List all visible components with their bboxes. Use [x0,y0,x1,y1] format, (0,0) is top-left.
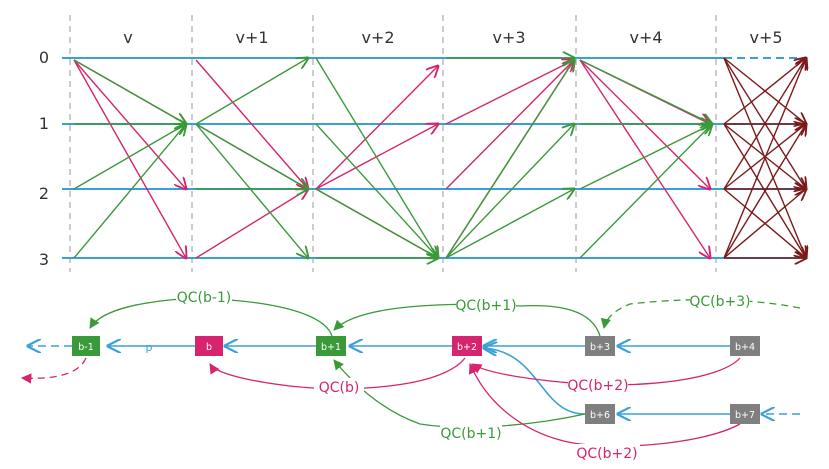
block-label: b+3 [590,342,610,353]
timeout-arrow [723,58,806,259]
block-b7[interactable]: b+7 [730,404,760,424]
vote-arrow [195,123,308,258]
qc-label-b1-bottom: QC(b+1) [440,426,501,442]
vote-arrow [315,57,438,258]
replica-label-2: 2 [39,184,49,203]
qc-link-b2-bottom [468,363,741,447]
view-label-v1: v+1 [235,28,268,47]
block-b1[interactable]: b+1 [316,336,346,356]
qc-label-b2-mid: QC(b+2) [567,378,628,394]
qc-link-b [209,357,466,390]
vote-arrow [315,123,438,258]
messages-view-v4 [579,59,712,259]
qc-label-b: QC(b) [319,380,360,396]
proposal-arrow [195,189,308,259]
block-label: b+2 [457,342,477,353]
block-label: b-1 [78,342,94,353]
block-b[interactable]: b [195,336,223,356]
timeout-arrow [723,58,806,125]
proposal-arrow [315,66,438,190]
vote-arrow [315,188,438,258]
view-label-v4: v+4 [629,28,662,47]
view-label-v2: v+2 [361,28,394,47]
block-label: b+1 [321,342,341,353]
qc-label-b2-bottom: QC(b+2) [576,446,637,462]
vote-arrow [73,124,186,190]
block-b3[interactable]: b+3 [585,336,615,356]
view-label-v3: v+3 [492,28,525,47]
proposal-arrow [579,59,710,258]
vote-arrow [73,59,186,124]
block-b6[interactable]: b+6 [585,404,615,424]
view-label-v5: v+5 [749,28,782,47]
vote-arrow [579,124,712,259]
blocks: b-1 b b+1 b+2 b+3 b+4 b+6 b+7 [72,336,760,424]
parent-links [28,346,800,414]
parent-link-b6 [484,348,586,415]
messages-view-v3 [445,58,574,259]
proposal-arrow [445,60,574,190]
replica-timelines [62,57,806,259]
block-b2[interactable]: b+2 [452,336,482,356]
block-label: b+4 [735,342,755,353]
vote-arrow [445,60,574,259]
view-label-v: v [123,28,132,47]
messages-view-v1 [195,58,308,259]
vote-arrow [445,124,574,259]
proposal-arrow [445,60,574,125]
vote-arrow [579,124,712,190]
replica-label-1: 1 [39,114,49,133]
proposal-arrow [73,59,186,258]
messages-view-v2 [315,57,438,258]
vote-arrow [579,59,712,124]
qc-links-green [89,298,801,428]
vote-arrow [73,124,186,259]
messages-view-v [73,59,186,259]
timeout-arrow [723,189,806,259]
vote-arrow [195,58,308,125]
view-dividers [69,15,717,272]
qc-label-b1-top: QC(b+1) [455,298,516,314]
proposal-arrow [315,124,438,190]
qc-link-b3 [600,299,801,330]
vote-arrow [445,189,574,259]
qc-labels: QC(b-1) QC(b+1) QC(b+3) QC(b) QC(b+2) QC… [176,288,751,462]
block-label: b+6 [590,410,610,421]
proposal-arrow [195,59,308,189]
replica-label-3: 3 [39,250,49,269]
qc-link-b-1-out [20,357,87,384]
qc-label-b3: QC(b+3) [689,294,750,310]
replica-label-0: 0 [39,48,49,67]
qc-label-b-1: QC(b-1) [177,290,232,306]
block-label: b+7 [735,410,755,421]
messages-view-v5 [723,58,806,259]
block-label: b [206,342,212,353]
parent-label: p [146,341,153,354]
qc-links-magenta [20,357,741,447]
block-b4[interactable]: b+4 [730,336,760,356]
timeout-arrow [723,124,806,259]
vote-arrow [195,123,308,189]
block-b-1[interactable]: b-1 [72,336,100,356]
